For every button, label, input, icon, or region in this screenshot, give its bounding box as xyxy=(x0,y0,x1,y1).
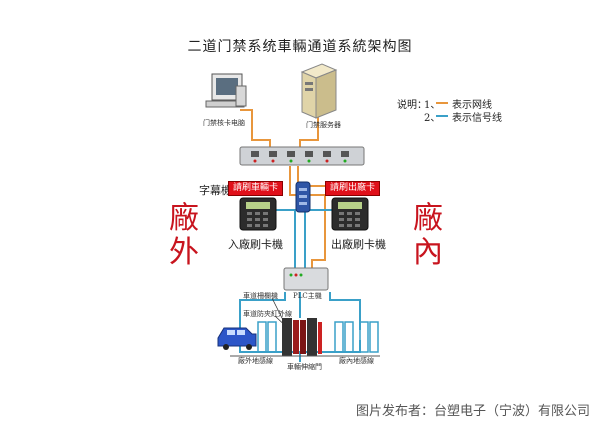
plc-controller-icon xyxy=(283,267,329,291)
reader-out-label: 出廠刷卡機 xyxy=(331,238,386,251)
pc-label: 门禁核卡电脑 xyxy=(203,119,245,127)
server-icon xyxy=(300,63,338,119)
leader-lines xyxy=(271,297,291,331)
network-line-swatch xyxy=(436,102,448,104)
converter-icon xyxy=(295,181,311,213)
legend-label: 说明： xyxy=(397,100,427,111)
outside-label: 廠外 xyxy=(169,201,199,270)
network-cables xyxy=(240,109,330,268)
image-credit: 图片发布者：台塑电子（宁波）有限公司 xyxy=(355,404,590,419)
gate-label: 車輛伸縮門 xyxy=(287,363,322,371)
plc-label: PLC主機 xyxy=(293,292,322,300)
vehicle-gate-icon xyxy=(230,318,380,357)
legend-item1-text: 表示网线 xyxy=(452,100,492,111)
reader-in-label: 入廠刷卡機 xyxy=(228,238,283,251)
loop-in-label: 廠內地感線 xyxy=(339,357,374,365)
card-reader-in-icon xyxy=(239,197,277,231)
legend-item2-num: 2、 xyxy=(424,113,441,124)
signal-line-swatch xyxy=(436,115,448,117)
red-light-label: 車道防夾紅外線 xyxy=(243,310,292,318)
network-switch-icon xyxy=(239,146,365,166)
display-tag-out: 請刷出廠卡 xyxy=(325,181,381,196)
server-label: 门禁服务器 xyxy=(306,121,341,129)
loop-out-label: 廠外地感線 xyxy=(238,357,273,365)
card-reader-out-icon xyxy=(331,197,369,231)
barrier-label: 車道柵欄機 xyxy=(243,292,278,300)
inside-label: 廠內 xyxy=(413,201,443,270)
pc-computer-icon xyxy=(205,73,247,108)
legend-item1-num: 1、 xyxy=(424,100,441,111)
display-tag-in: 請刷車輛卡 xyxy=(228,181,284,196)
car-icon xyxy=(217,327,257,350)
page-title: 二道门禁系统車輛通道系統架构图 xyxy=(187,39,413,55)
display-label: 字幕機 xyxy=(199,184,232,197)
legend-item2-text: 表示信号线 xyxy=(452,113,502,124)
